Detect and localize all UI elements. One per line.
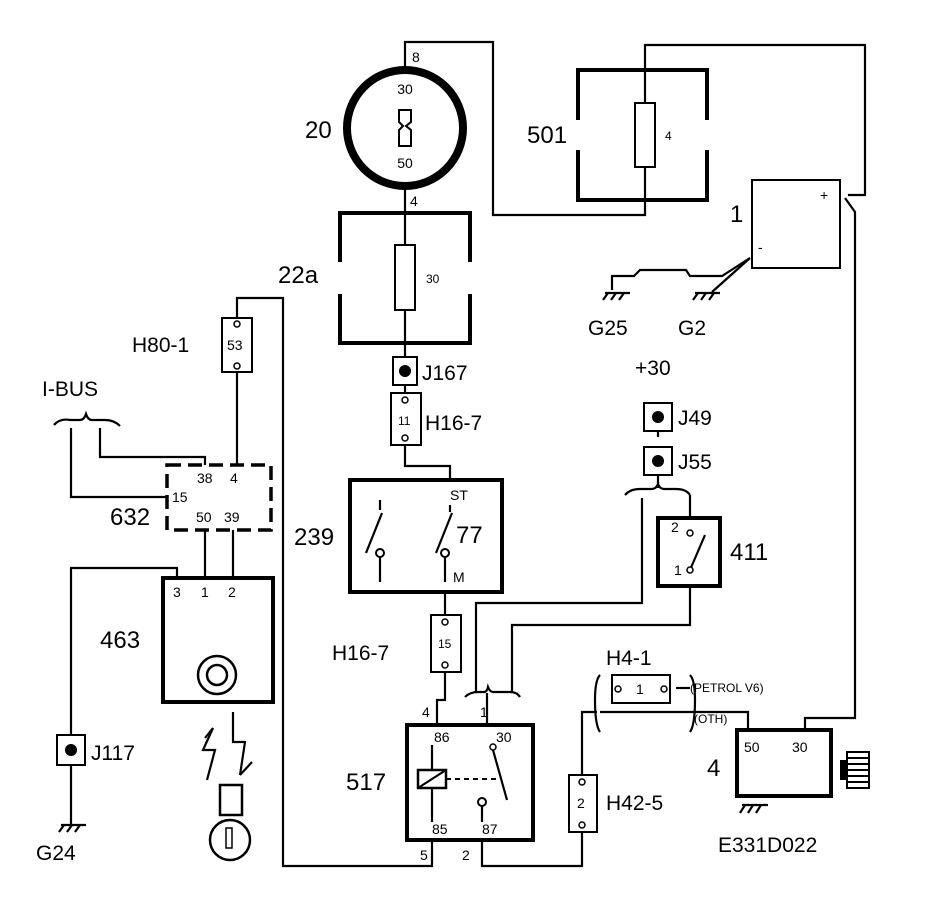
diagram-code: E331D022 [718, 834, 817, 857]
h4-1-pin: 1 [636, 681, 644, 697]
r517-p5: 5 [420, 847, 428, 863]
r517-ref: 517 [346, 769, 386, 796]
m632-p15: 15 [172, 489, 188, 505]
connector-j55: J55 [643, 446, 712, 476]
h4-1-note-petrol: (PETROL V6) [690, 681, 764, 695]
ground-g2-label: G2 [678, 317, 706, 340]
connector-h42-5: 2 H42-5 [568, 774, 663, 833]
h16-7-top-pin: 11 [398, 414, 411, 428]
relay-517: 86 30 85 87 4 1 5 2 517 [346, 704, 535, 863]
r517-p85: 85 [432, 821, 448, 837]
plus30-label: +30 [635, 357, 671, 380]
j49-label: J49 [678, 407, 712, 430]
m463-p2: 2 [228, 584, 236, 600]
j117-label: J117 [91, 742, 135, 765]
supply-plus30: +30 [635, 357, 671, 380]
ignition-ref: 20 [305, 117, 332, 144]
m632-p38: 38 [197, 470, 213, 486]
m632-p4: 4 [230, 470, 238, 486]
connector-j167: J167 [392, 356, 468, 386]
h80-1-pin: 53 [227, 337, 243, 353]
key-icon [208, 783, 252, 862]
m463-ref: 463 [100, 627, 140, 654]
r517-p2: 2 [462, 847, 470, 863]
s239-num: 77 [456, 522, 483, 549]
ground-g24-label: G24 [36, 842, 76, 865]
starter-ref: 4 [707, 755, 720, 782]
j55-label: J55 [678, 451, 712, 474]
module-632: 38 4 15 50 39 632 [110, 463, 273, 532]
battery-plus: + [820, 187, 828, 203]
s239-ref: 239 [294, 524, 334, 551]
fuse-box-ref: 501 [527, 122, 567, 149]
transponder-arrows-icon [201, 712, 253, 781]
m632-p50: 50 [196, 509, 212, 525]
ground-g24: G24 [36, 823, 86, 865]
s411-ref: 411 [730, 539, 768, 566]
h16-7-mid-pin: 15 [438, 637, 452, 651]
fuse-22a-ref: 22a [278, 262, 319, 289]
r517-p30: 30 [496, 729, 512, 745]
m632-ref: 632 [110, 504, 150, 531]
ground-g25-label: G25 [588, 317, 628, 340]
h42-5-ref: H42-5 [606, 792, 663, 815]
switch-239: ST 77 M 239 [294, 478, 504, 594]
battery-ref: 1 [730, 201, 743, 228]
fuse-box-501: 4 501 [527, 68, 711, 202]
m463-p3: 3 [173, 584, 181, 600]
j167-label: J167 [422, 362, 468, 385]
s239-m: M [453, 569, 465, 585]
module-463: 3 1 2 463 [100, 576, 275, 704]
ibus-connector: I-BUS [42, 378, 121, 427]
starter-p30: 30 [792, 739, 808, 755]
ignition-pin-50: 50 [397, 155, 413, 171]
connector-h80-1: 53 H80-1 [132, 317, 253, 373]
h16-7-mid-ref: H16-7 [332, 642, 389, 665]
fuse-22a-label: 30 [426, 272, 440, 286]
h80-1-ref: H80-1 [132, 334, 189, 357]
starter-4: 50 30 4 [707, 728, 870, 814]
fuse-box-22a: 30 22a [278, 211, 474, 345]
fuse-501-label: 4 [665, 129, 672, 143]
connector-h4-1: H4-1 1 (PETROL V6) (OTH) [593, 647, 764, 733]
ignition-pin-bottom: 4 [410, 193, 418, 209]
ibus-label: I-BUS [42, 378, 98, 401]
r517-p1: 1 [480, 704, 488, 720]
h4-1-note-oth: (OTH) [694, 712, 727, 726]
connector-h16-7-mid: 15 H16-7 [332, 614, 462, 673]
r517-p86: 86 [434, 729, 450, 745]
r517-p87: 87 [482, 821, 498, 837]
s239-st: ST [450, 487, 468, 503]
h42-5-pin: 2 [577, 795, 585, 811]
ground-g25: G25 [588, 291, 630, 340]
m632-p39: 39 [224, 509, 240, 525]
battery-1: + - 1 [730, 179, 841, 269]
ignition-pin-30: 30 [397, 81, 413, 97]
s411-p2: 2 [671, 519, 679, 535]
s411-p1: 1 [674, 562, 682, 578]
connector-j117: J117 [56, 734, 135, 766]
battery-minus: - [758, 239, 763, 255]
starter-p50: 50 [744, 739, 760, 755]
switch-411: 2 1 411 [656, 516, 768, 588]
connector-h16-7-top: 11 H16-7 [390, 392, 482, 446]
ground-g2: G2 [678, 291, 720, 340]
ignition-switch-20: 30 50 8 4 20 [305, 49, 467, 209]
ignition-pin-top: 8 [412, 49, 420, 65]
m463-p1: 1 [201, 584, 209, 600]
connector-j49: J49 [643, 402, 712, 432]
h4-1-ref: H4-1 [606, 647, 652, 670]
h16-7-top-ref: H16-7 [425, 412, 482, 435]
r517-p4: 4 [422, 704, 430, 720]
